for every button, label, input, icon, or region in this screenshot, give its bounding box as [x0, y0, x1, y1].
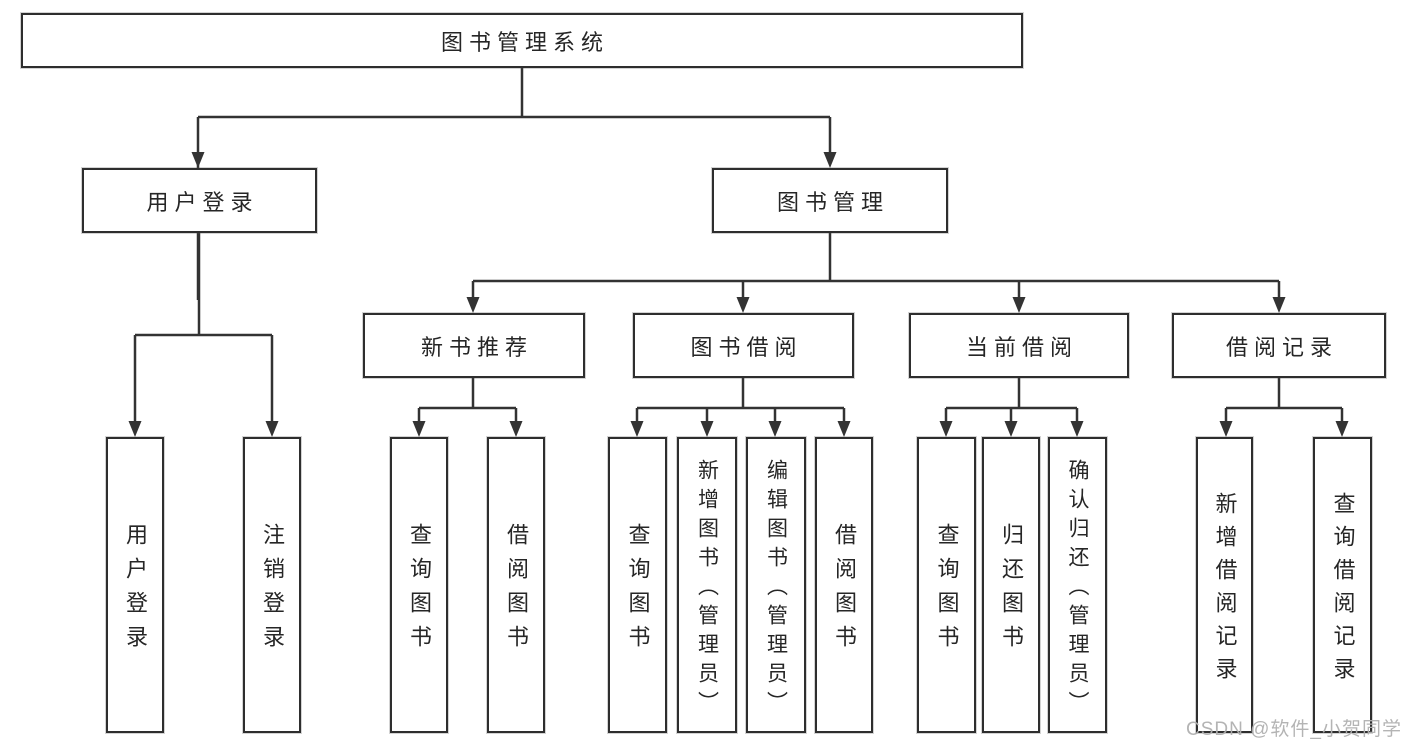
node-borrow-records-label: 借阅记录 [1225, 334, 1338, 360]
csdn-watermark: CSDN @软件_小贺同学 [1186, 719, 1402, 740]
node-user-login-label: 用户登录 [146, 189, 259, 215]
node-current-borrow-label: 当前借阅 [965, 334, 1078, 360]
leaf-confirm-return-admin: 确认归还（管理员） [1048, 437, 1107, 733]
leaf-logout: 注销登录 [243, 437, 301, 733]
leaf-borrow-books-recommend: 借阅图书 [487, 437, 545, 733]
node-user-login: 用户登录 [82, 168, 317, 233]
node-borrow-records: 借阅记录 [1172, 313, 1386, 378]
leaf-add-borrow-record: 新增借阅记录 [1196, 437, 1253, 733]
node-current-borrow: 当前借阅 [909, 313, 1129, 378]
leaf-query-books-borrow: 查询图书 [608, 437, 667, 733]
node-book-borrow-label: 图书借阅 [690, 334, 803, 360]
leaf-query-books-current: 查询图书 [917, 437, 976, 733]
node-book-management-label: 图书管理 [776, 189, 889, 215]
node-new-book-recommend-label: 新书推荐 [420, 334, 533, 360]
connector-lines [133, 67, 1344, 424]
arrowheads [128, 152, 1349, 437]
leaf-borrow-books: 借阅图书 [815, 437, 873, 733]
leaf-user-login: 用户登录 [106, 437, 164, 733]
node-library-system-label: 图书管理系统 [440, 29, 609, 55]
node-book-management: 图书管理 [712, 168, 948, 233]
leaf-add-books-admin: 新增图书（管理员） [677, 437, 737, 733]
node-book-borrow: 图书借阅 [633, 313, 854, 378]
node-library-system: 图书管理系统 [21, 13, 1023, 68]
leaf-edit-books-admin: 编辑图书（管理员） [746, 437, 806, 733]
leaf-return-books: 归还图书 [982, 437, 1040, 733]
leaf-query-books-recommend: 查询图书 [390, 437, 448, 733]
node-new-book-recommend: 新书推荐 [363, 313, 585, 378]
leaf-query-borrow-record: 查询借阅记录 [1313, 437, 1372, 733]
